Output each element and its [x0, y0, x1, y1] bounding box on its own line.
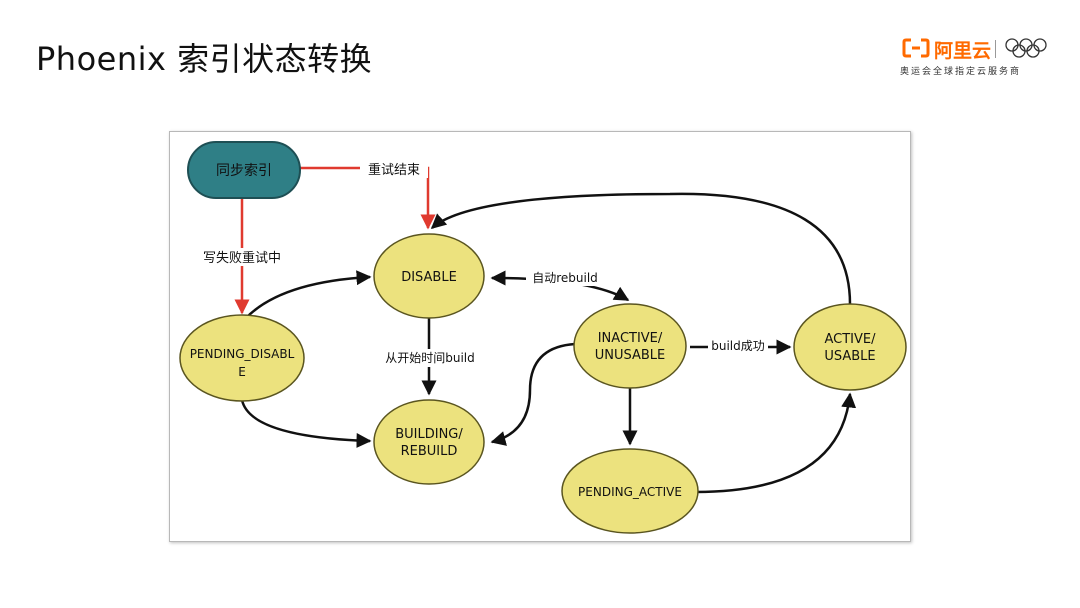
- edge-label-write-fail-retry: 写失败重试中: [203, 250, 281, 266]
- edge-active-to-disable: [430, 192, 852, 305]
- node-pending-active-label: PENDING_ACTIVE: [578, 485, 682, 499]
- edge-label-build-success: build成功: [711, 339, 765, 353]
- node-inactive-label-line2: UNUSABLE: [595, 348, 666, 363]
- node-active-usable: ACTIVE/ USABLE: [793, 303, 907, 391]
- slide-title: Phoenix 索引状态转换: [36, 40, 373, 78]
- node-pending-disable-label-line2: E: [238, 365, 246, 379]
- node-pending-disable: PENDING_DISABL E: [179, 314, 305, 402]
- edge-label-bg: [708, 337, 768, 355]
- edge-pending-disable-to-disable: [244, 270, 372, 320]
- node-building-label-line1: BUILDING/: [395, 427, 463, 442]
- node-building-rebuild: BUILDING/ REBUILD: [373, 399, 485, 485]
- alibaba-cloud-logo: 阿里云 奥运会全球指定云服务商: [900, 34, 1060, 84]
- edge-label-bg: [378, 349, 482, 367]
- state-diagram-frame: 重试结束 写失败重试中 自动rebuild 从开始时间build build成功…: [169, 131, 911, 542]
- alibaba-cloud-bracket-icon: [902, 38, 930, 58]
- edge-pending-disable-to-building: [240, 399, 372, 449]
- edge-pending-active-to-active: [695, 392, 857, 494]
- edge-label-bg: [190, 248, 294, 266]
- node-active-label-line2: USABLE: [824, 349, 875, 364]
- node-active-label-line1: ACTIVE/: [824, 332, 876, 347]
- edge-label-retry-end: 重试结束: [368, 162, 420, 178]
- node-disable-label: DISABLE: [401, 270, 457, 285]
- logo-separator: [995, 40, 996, 58]
- node-sync-index: 同步索引: [187, 141, 301, 199]
- edge-inactive-to-building: [490, 342, 576, 446]
- logo-tagline: 奥运会全球指定云服务商: [900, 67, 1022, 77]
- node-building-label-line2: REBUILD: [401, 444, 458, 459]
- node-pending-disable-label-line1: PENDING_DISABL: [190, 347, 295, 361]
- edge-label-build-from-start: 从开始时间build: [385, 351, 475, 365]
- state-diagram: 重试结束 写失败重试中 自动rebuild 从开始时间build build成功…: [179, 141, 907, 534]
- node-inactive-unusable: INACTIVE/ UNUSABLE: [573, 303, 687, 389]
- logo-brand-text: 阿里云: [934, 40, 992, 62]
- node-sync-index-label: 同步索引: [216, 162, 272, 179]
- edge-label-bg: [360, 160, 428, 178]
- olympic-rings-icon: [1005, 38, 1047, 58]
- node-inactive-label-line1: INACTIVE/: [598, 331, 663, 346]
- node-disable: DISABLE: [373, 233, 485, 319]
- node-pending-active: PENDING_ACTIVE: [561, 448, 699, 534]
- edge-label-bg: [526, 270, 604, 286]
- edge-label-auto-rebuild: 自动rebuild: [532, 271, 598, 285]
